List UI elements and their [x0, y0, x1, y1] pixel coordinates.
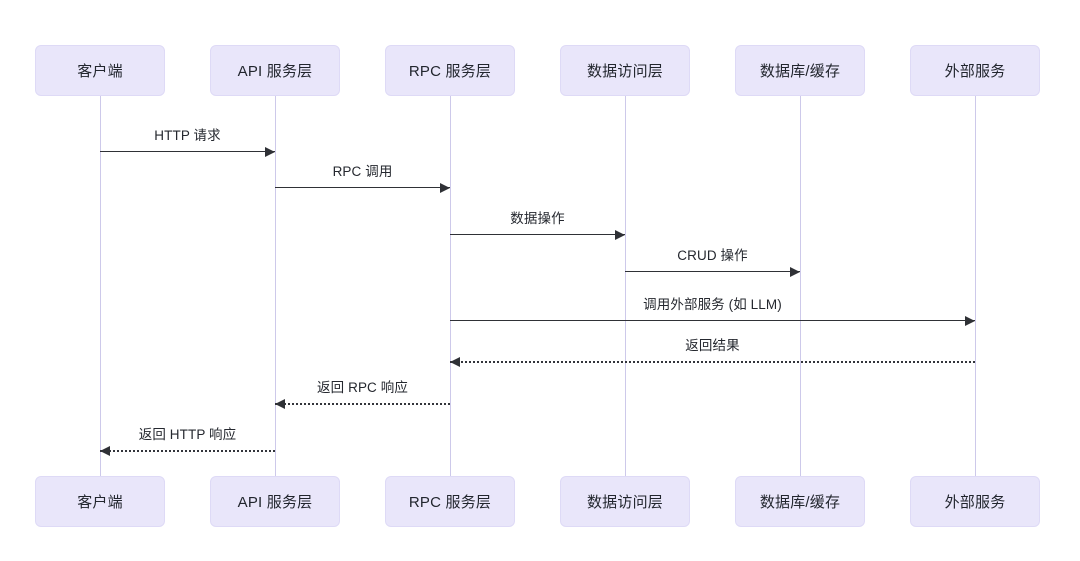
message-label-6: 返回 RPC 响应 — [317, 380, 408, 395]
message-line-2 — [450, 234, 625, 235]
lifeline-db — [800, 96, 801, 476]
arrowhead-left-icon — [100, 445, 110, 456]
participant-header-client[interactable]: 客户端 — [35, 45, 165, 96]
message-line-6 — [275, 403, 450, 405]
participant-header-external[interactable]: 外部服务 — [910, 45, 1040, 96]
participant-label: 数据库/缓存 — [759, 494, 841, 511]
participant-label: 客户端 — [77, 63, 123, 80]
arrowhead-right-icon — [790, 266, 800, 277]
participant-footer-api[interactable]: API 服务层 — [210, 476, 340, 527]
arrowhead-right-icon — [615, 229, 625, 240]
participant-footer-rpc[interactable]: RPC 服务层 — [385, 476, 515, 527]
message-line-3 — [625, 271, 800, 272]
participant-footer-db[interactable]: 数据库/缓存 — [735, 476, 865, 527]
message-line-7 — [100, 450, 275, 452]
participant-label: 外部服务 — [944, 63, 1006, 80]
arrowhead-right-icon — [965, 315, 975, 326]
lifeline-external — [975, 96, 976, 476]
participant-header-dal[interactable]: 数据访问层 — [560, 45, 690, 96]
participant-footer-dal[interactable]: 数据访问层 — [560, 476, 690, 527]
participant-label: RPC 服务层 — [408, 494, 492, 511]
participant-header-api[interactable]: API 服务层 — [210, 45, 340, 96]
lifeline-dal — [625, 96, 626, 476]
participant-label: 数据库/缓存 — [759, 63, 841, 80]
message-label-1: RPC 调用 — [332, 164, 393, 179]
message-label-5: 返回结果 — [685, 338, 740, 353]
message-line-4 — [450, 320, 975, 321]
participant-footer-client[interactable]: 客户端 — [35, 476, 165, 527]
arrowhead-left-icon — [275, 398, 285, 409]
participant-header-rpc[interactable]: RPC 服务层 — [385, 45, 515, 96]
participant-header-db[interactable]: 数据库/缓存 — [735, 45, 865, 96]
message-label-4: 调用外部服务 (如 LLM) — [643, 297, 782, 312]
arrowhead-right-icon — [265, 146, 275, 157]
participant-label: API 服务层 — [237, 494, 313, 511]
lifeline-client — [100, 96, 101, 476]
message-label-7: 返回 HTTP 响应 — [138, 427, 237, 442]
arrowhead-right-icon — [440, 182, 450, 193]
lifeline-api — [275, 96, 276, 476]
message-label-3: CRUD 操作 — [677, 248, 748, 263]
message-label-0: HTTP 请求 — [154, 128, 221, 143]
message-line-1 — [275, 187, 450, 188]
participant-label: API 服务层 — [237, 63, 313, 80]
message-label-2: 数据操作 — [510, 211, 565, 226]
participant-label: 外部服务 — [944, 494, 1006, 511]
participant-label: RPC 服务层 — [408, 63, 492, 80]
message-line-5 — [450, 361, 975, 363]
participant-label: 数据访问层 — [586, 494, 663, 511]
lifeline-rpc — [450, 96, 451, 476]
arrowhead-left-icon — [450, 356, 460, 367]
participant-footer-external[interactable]: 外部服务 — [910, 476, 1040, 527]
participant-label: 数据访问层 — [586, 63, 663, 80]
message-line-0 — [100, 151, 275, 152]
participant-label: 客户端 — [77, 494, 123, 511]
